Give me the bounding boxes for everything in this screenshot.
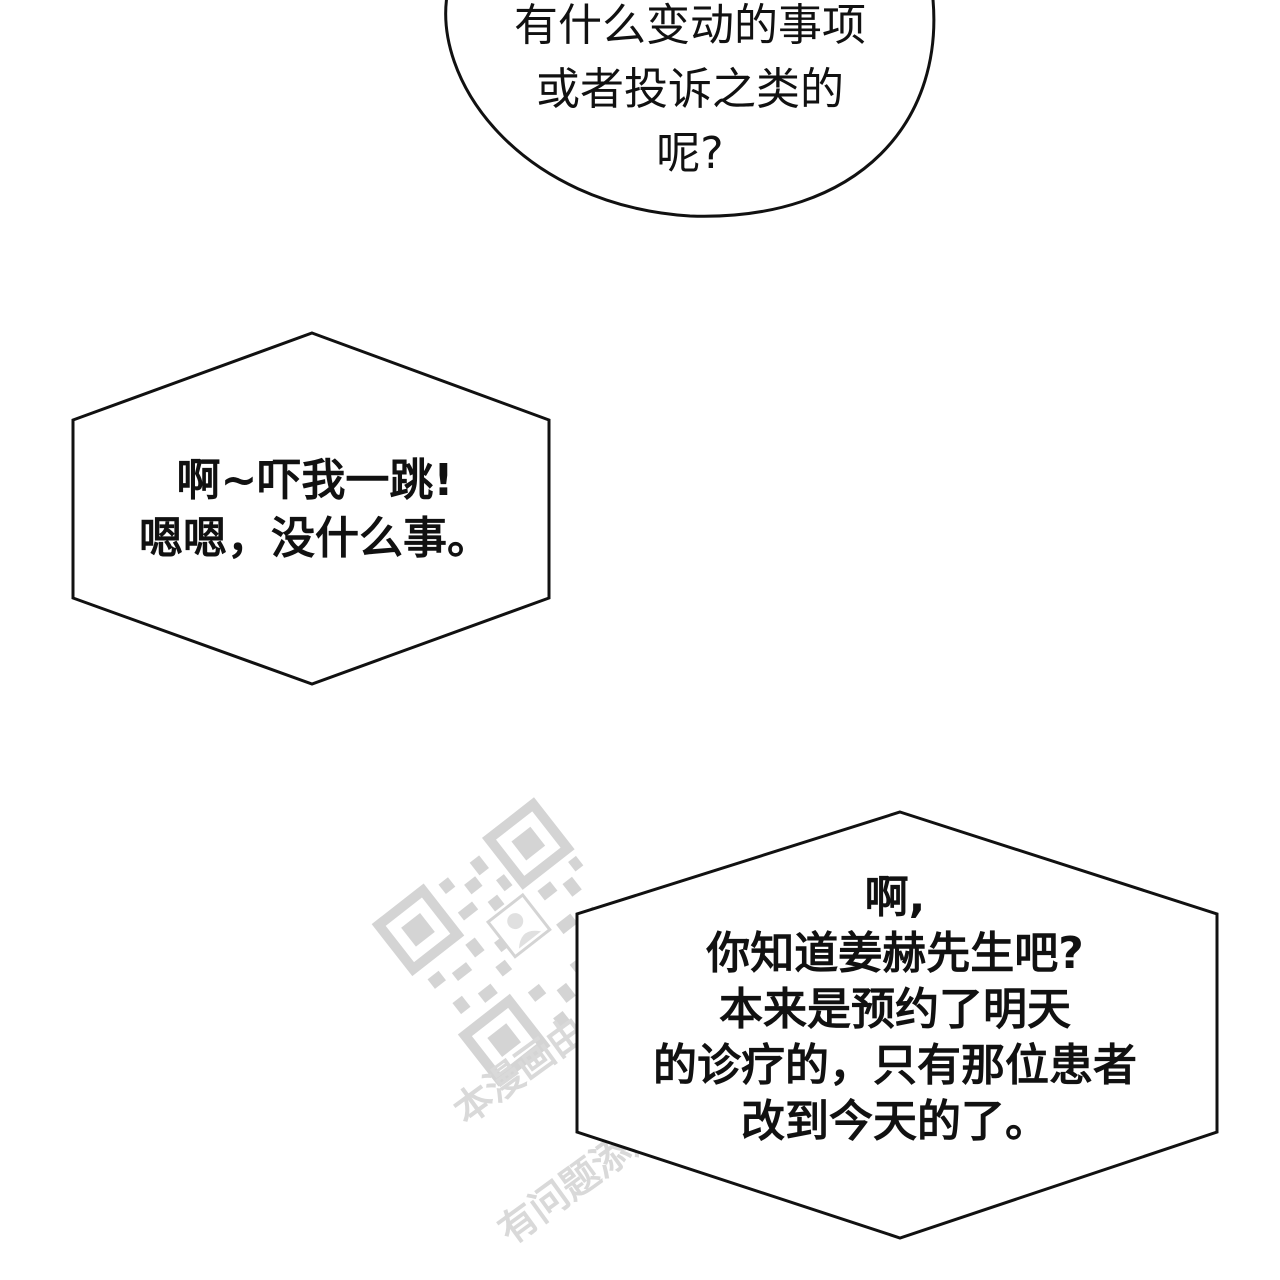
left-hexagon-bubble-text: 啊~吓我一跳! 嗯嗯，没什么事。 — [95, 440, 535, 580]
oval-speech-bubble — [444, 0, 936, 218]
dialogue-line: 啊~吓我一跳! — [176, 455, 454, 506]
dialogue-line: 有什么变动的事项 — [514, 0, 866, 51]
dialogue-line: 本来是预约了明天 — [719, 984, 1071, 1035]
hexagon-speech-bubble-left — [71, 331, 551, 686]
dialogue-line: 或者投诉之类的 — [536, 64, 844, 115]
dialogue-line: 你知道姜赫先生吧? — [706, 928, 1084, 979]
right-hexagon-bubble-text: 啊, 你知道姜赫先生吧? 本来是预约了明天 的诊疗的，只有那位患者 改到今天的了… — [590, 862, 1200, 1158]
oval-bubble-text: 有什么变动的事项 或者投诉之类的 呢? — [470, 0, 910, 180]
hexagon-speech-bubble-right — [575, 810, 1219, 1240]
dialogue-line: 改到今天的了。 — [741, 1096, 1049, 1147]
dialogue-line: 啊, — [864, 872, 926, 923]
dialogue-line: 嗯嗯，没什么事。 — [139, 513, 491, 564]
dialogue-line: 呢? — [656, 128, 724, 179]
dialogue-line: 的诊疗的，只有那位患者 — [653, 1040, 1137, 1091]
